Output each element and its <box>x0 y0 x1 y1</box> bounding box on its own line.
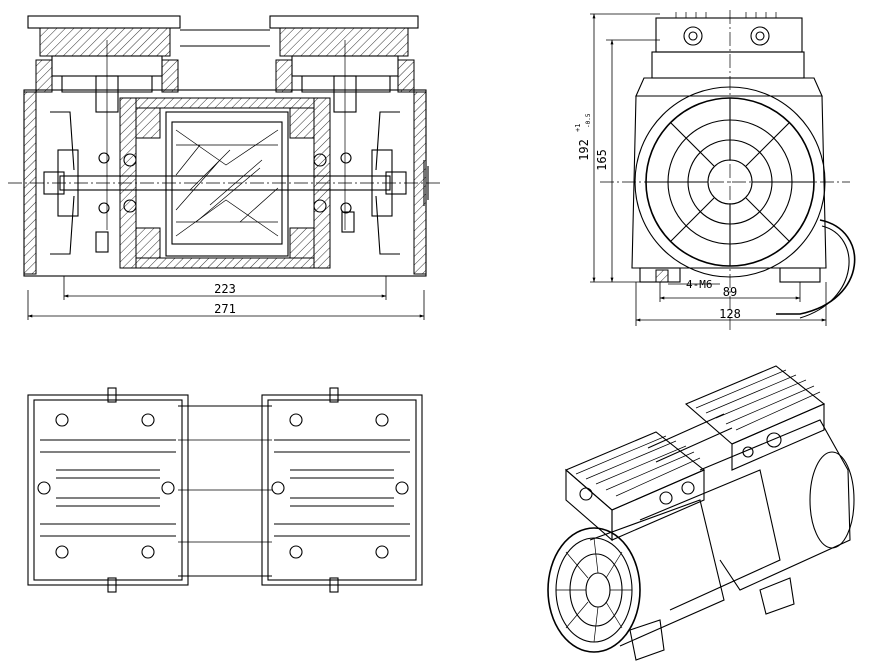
dim-inner-length: 223 <box>214 282 236 296</box>
dim-overall-length: 271 <box>214 302 236 316</box>
side-head <box>635 12 823 97</box>
bearings <box>98 152 352 214</box>
dim-foot-hole-spacing: 89 <box>723 285 737 299</box>
dim-height-total-tol-sub: -0.5 <box>585 113 592 128</box>
side-view: 192 +1 -0.5 165 4-M6 89 128 <box>574 10 856 330</box>
front-view-dimensions: 223 271 <box>27 276 425 320</box>
front-section-view: 223 271 <box>8 15 440 320</box>
top-right-head <box>261 387 423 593</box>
iso-front-head <box>564 431 706 542</box>
side-view-dimensions: 192 +1 -0.5 165 4-M6 89 128 <box>574 13 827 326</box>
right-pump-head <box>269 15 419 230</box>
iso-fan-guard <box>547 527 641 653</box>
top-view <box>27 387 423 593</box>
top-left-head <box>27 387 189 593</box>
iso-rear-head <box>684 365 826 471</box>
dim-height-total: 192 <box>577 139 591 161</box>
dim-overall-width: 128 <box>719 307 741 321</box>
motor-housing <box>23 89 427 277</box>
dim-height-total-tol-sup: +1 <box>574 124 582 132</box>
thread-callout: 4-M6 <box>686 278 713 291</box>
isometric-view <box>547 365 855 661</box>
rotor-stator <box>165 111 289 257</box>
left-pump-head <box>27 15 181 230</box>
side-fan-guard <box>634 86 826 278</box>
dim-height-axis: 165 <box>595 149 609 171</box>
